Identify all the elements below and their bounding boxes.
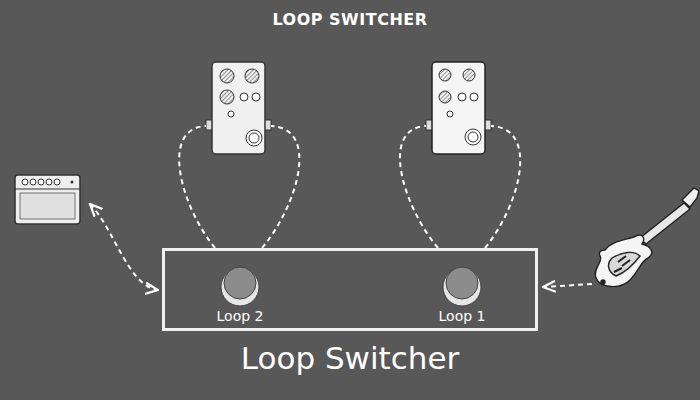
effect-pedal <box>206 62 271 154</box>
amp-icon <box>15 175 80 224</box>
diagram-title: LOOP SWITCHER <box>0 10 700 29</box>
effect-pedal <box>426 62 491 154</box>
footswitch-top <box>446 267 478 299</box>
switcher-box: Loop SwitcherLoop 2Loop 1 <box>162 248 538 331</box>
footswitch: Loop 2 <box>213 263 268 325</box>
loop-label: Loop 1 <box>435 308 490 325</box>
footswitch-cap <box>439 263 485 307</box>
footswitch-top <box>224 267 256 299</box>
guitar-icon <box>595 188 699 287</box>
footswitch: Loop 1 <box>435 263 490 325</box>
device-label: Loop Switcher <box>162 338 538 378</box>
footswitch-ring <box>221 268 259 306</box>
patch-cable <box>90 126 592 290</box>
loop-label: Loop 2 <box>213 308 268 325</box>
footswitch-cap <box>217 263 263 307</box>
footswitch-ring <box>443 268 481 306</box>
